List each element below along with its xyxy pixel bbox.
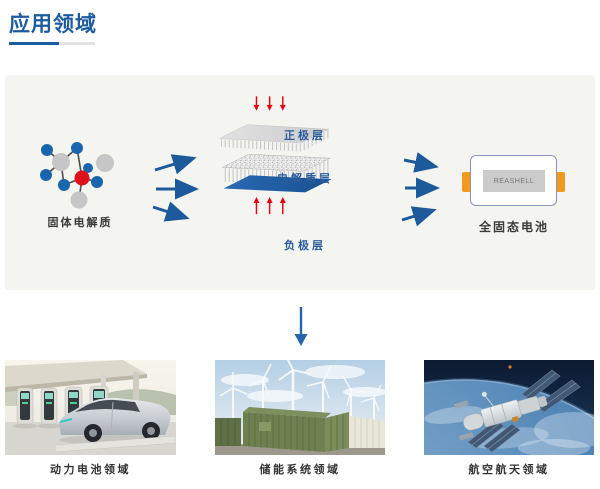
battery-terminal-left [462,172,471,192]
battery-terminal-right [556,172,565,192]
application-label-power-battery: 动力电池领域 [50,464,131,476]
anode-plate [223,175,332,193]
title-underline-accent [9,42,59,45]
battery-icon: REASHELL [470,155,557,206]
satellite [453,369,581,453]
flow-arrows-left-icon [152,154,199,222]
cathode-layer-label: 正极层 [284,130,326,142]
electrolyte-plate [221,154,332,172]
battery-core: REASHELL [483,170,545,192]
flow-down-arrow-icon [294,307,308,346]
battery-stack-icon [218,96,332,215]
solid-state-battery-label: 全固态电池 [478,220,549,234]
electric-car [59,397,171,442]
ev-charging-station-photo [5,360,176,455]
application-label-energy-storage: 储能系统领域 [259,464,341,476]
title-underline [9,42,95,45]
current-up-arrows-icon [253,197,286,215]
wind-turbines [219,360,382,422]
page-title: 应用领域 [9,13,97,36]
satellite-in-orbit-photo [424,360,594,455]
anode-layer-label: 负极层 [284,240,326,252]
electrolyte-layer-label: 电解质层 [277,173,333,185]
current-down-arrows-icon [253,96,286,111]
diagram-panel: 固体电解质 [5,75,595,290]
main-storage-container [243,407,349,452]
battery-brand-label: REASHELL [493,177,535,185]
energy-storage-containers-photo [215,360,385,455]
solid-electrolyte-molecule-icon [40,142,114,209]
flow-arrows-right-icon [401,152,440,227]
solid-electrolyte-label: 固体电解质 [47,217,113,229]
cathode-plate [218,124,330,144]
application-label-aerospace: 航空航天领域 [468,464,550,476]
cathode-bristles [220,139,302,152]
